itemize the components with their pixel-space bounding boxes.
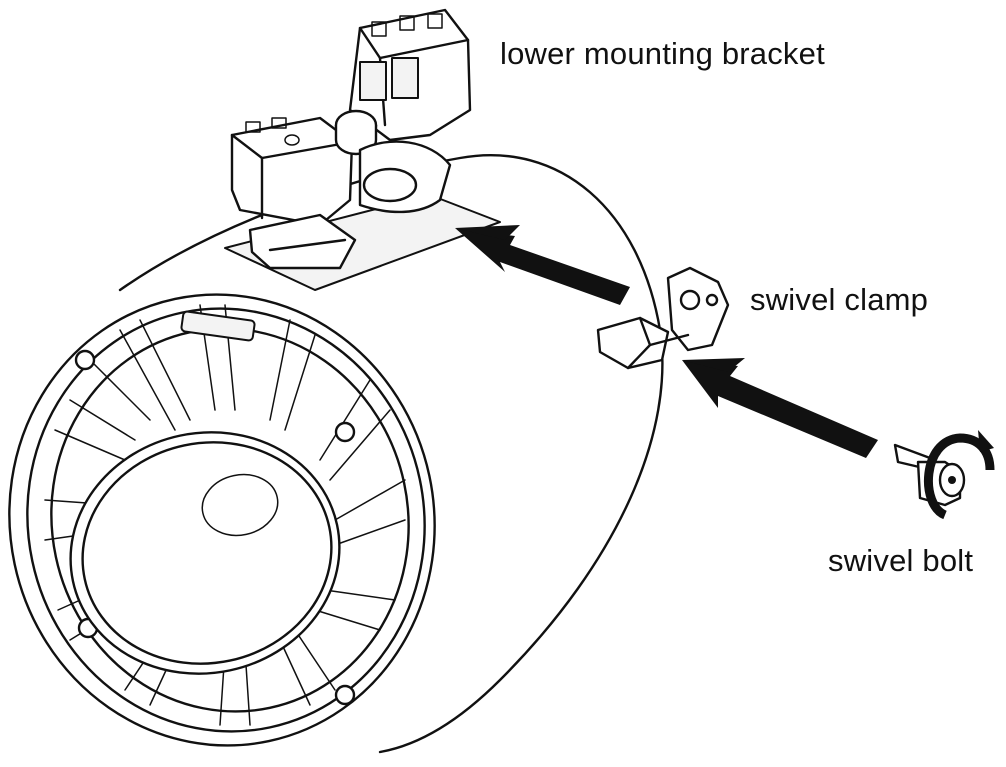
swivel-clamp-label: swivel clamp — [750, 282, 929, 317]
lower-mounting-bracket-label: lower mounting bracket — [500, 36, 825, 71]
rotate-arrow-icon — [923, 430, 995, 520]
arrow-icon — [455, 225, 630, 305]
dust-cap — [201, 473, 279, 537]
speaker-grille — [8, 293, 436, 747]
lower-mounting-bracket — [230, 8, 472, 270]
swivel-bolt-label: swivel bolt — [828, 543, 974, 578]
woofer-cone — [69, 431, 341, 675]
arrow-icon — [682, 358, 878, 458]
swivel-clamp — [596, 266, 730, 370]
brand-badge — [180, 310, 256, 342]
